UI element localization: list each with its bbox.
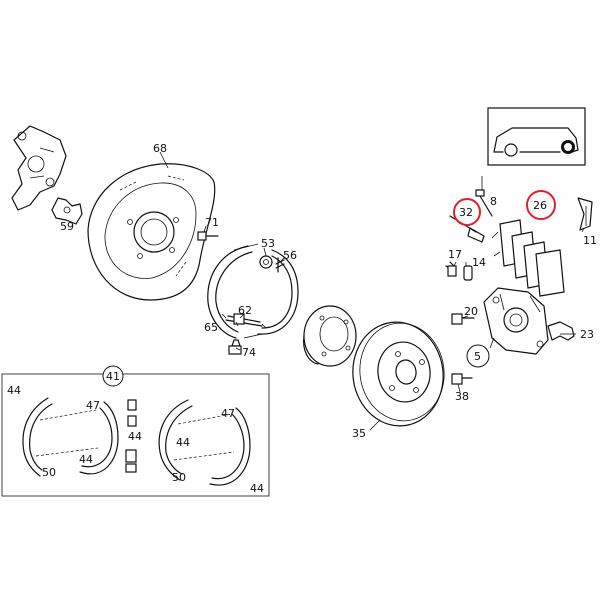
highlight-circle-32 (453, 198, 481, 226)
label-32: 32 (459, 206, 473, 219)
label-74: 74 (242, 346, 256, 359)
shoe-kit-inset (1, 373, 270, 497)
label-23: 23 (580, 328, 594, 341)
hardware-53-56 (259, 255, 285, 273)
label-47-b: 47 (221, 407, 235, 420)
label-35: 35 (352, 427, 366, 440)
backing-plate (87, 163, 216, 301)
part-labels: 68 59 71 53 56 62 65 74 8 32 26 11 17 14… (7, 142, 597, 495)
brake-pads (491, 219, 565, 297)
label-44-b: 44 (79, 453, 93, 466)
label-38: 38 (455, 390, 469, 403)
label-8: 8 (490, 195, 497, 208)
label-14: 14 (472, 256, 486, 269)
callout-circle-41 (102, 365, 124, 387)
label-41: 41 (106, 370, 120, 383)
label-68: 68 (153, 142, 167, 155)
label-11: 11 (583, 234, 597, 247)
label-56: 56 (283, 249, 297, 262)
brake-disc (352, 321, 445, 427)
bleeder-17 (445, 261, 457, 277)
tool-23 (547, 321, 575, 341)
callout-circle-5 (466, 344, 490, 368)
label-17: 17 (448, 248, 462, 261)
cap-14 (463, 265, 473, 281)
label-59: 59 (60, 220, 74, 233)
label-20: 20 (464, 305, 478, 318)
spring-clip-11 (577, 197, 593, 231)
label-44-d: 44 (128, 430, 142, 443)
bracket-59 (51, 197, 83, 225)
label-47-a: 47 (86, 399, 100, 412)
label-50-b: 50 (172, 471, 186, 484)
highlight-circle-26 (526, 190, 556, 220)
label-65: 65 (204, 321, 218, 334)
pin-32 (449, 215, 485, 243)
wheel-hub (303, 305, 357, 367)
label-62: 62 (238, 304, 252, 317)
rear-wheel-marker-icon (561, 140, 575, 154)
label-50-a: 50 (42, 466, 56, 479)
parking-brake-shoe (207, 243, 299, 339)
bolt-71 (197, 231, 219, 241)
label-53: 53 (261, 237, 275, 250)
label-26: 26 (533, 199, 547, 212)
label-44-a: 44 (7, 384, 21, 397)
shoe-set-right (158, 399, 251, 486)
adjuster-62-65 (221, 313, 267, 329)
label-44-c: 44 (176, 436, 190, 449)
label-44-e: 44 (250, 482, 264, 495)
guide-pin-8 (475, 189, 493, 217)
label-5: 5 (474, 350, 481, 363)
bolt-38 (451, 373, 473, 385)
station-wagon-icon (493, 127, 579, 153)
bolt-74 (228, 339, 242, 355)
brake-caliper (483, 287, 549, 355)
wheel-carrier (11, 125, 67, 211)
vehicle-inset (487, 107, 586, 166)
shoe-set-left (22, 397, 137, 477)
label-71: 71 (205, 216, 219, 229)
leader-lines (159, 151, 585, 431)
bolt-20 (451, 313, 475, 325)
